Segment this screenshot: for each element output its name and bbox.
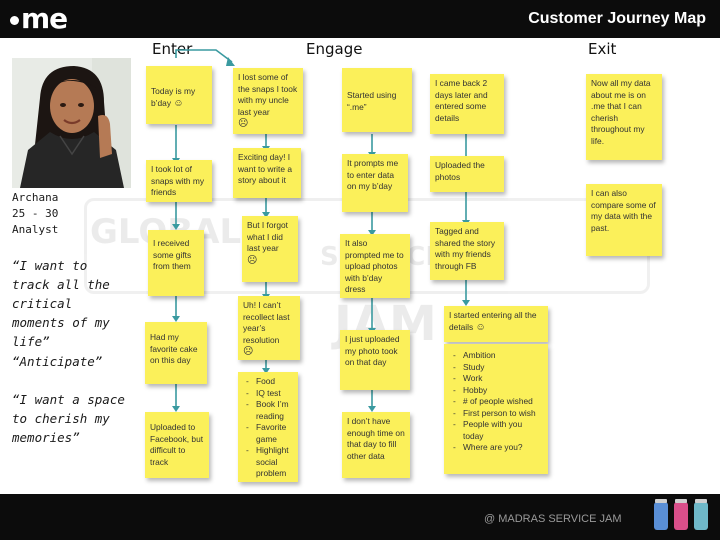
note-resolution: Uh! I can’t recollect last year’s resolu…	[238, 296, 300, 360]
persona-details: Archana 25 - 30 Analyst	[12, 190, 58, 238]
note-uploaded-photos: Uploaded the photos	[430, 156, 504, 192]
list-item: Highlight social problem	[246, 445, 293, 480]
persona-quote-anticipate: “Anticipate”	[12, 354, 103, 369]
note-started-me: Started using “.me”	[342, 68, 412, 132]
top-bar: me Customer Journey Map	[0, 0, 720, 38]
list-item: IQ test	[246, 388, 293, 400]
list-item: Food	[246, 376, 293, 388]
list-item: Study	[453, 362, 543, 374]
jam-jar-icon	[674, 499, 688, 530]
list-item: Ambition	[453, 350, 543, 362]
list-item: Favorite game	[246, 422, 293, 445]
note-text: But I forgot what I did last year	[247, 220, 288, 253]
note-no-time: I don’t have enough time on that day to …	[342, 412, 410, 478]
list-item: People with you today	[453, 419, 543, 442]
persona-quote-track: “I want to track all the critical moment…	[12, 258, 110, 349]
smiley-icon: ☺	[173, 97, 184, 109]
smiley-icon: ☺	[475, 321, 486, 333]
persona-age: 25 - 30	[12, 207, 59, 220]
note-text: Today is my b’day	[151, 86, 196, 108]
phase-engage: Engage	[306, 40, 363, 58]
note-forgot: But I forgot what I did last year☹	[242, 216, 298, 282]
note-entering-details: I started entering all the details ☺	[444, 306, 548, 342]
note-compare: I can also compare some of my data with …	[586, 184, 662, 256]
list-item: Hobby	[453, 385, 543, 397]
arrow-c1-to-c2	[175, 49, 233, 63]
note-gifts: I received some gifts from them	[148, 230, 204, 296]
note-prompts: It prompts me to enter data on my b’day	[342, 154, 408, 212]
note-upload-photos: It also prompted me to upload photos wit…	[340, 234, 410, 298]
page-title: Customer Journey Map	[528, 10, 706, 27]
persona-photo	[12, 58, 131, 188]
note-exciting-day: Exciting day! I want to write a story ab…	[233, 148, 301, 198]
list-item: # of people wished	[453, 396, 543, 408]
persona-role: Analyst	[12, 223, 59, 236]
note-uploaded-photo: I just uploaded my photo took on that da…	[340, 330, 410, 390]
note-lost-snaps: I lost some of the snaps I took with my …	[233, 68, 303, 134]
note-text: I lost some of the snaps I took with my …	[238, 72, 298, 117]
list-item: First person to wish	[453, 408, 543, 420]
note-text: I started entering all the details	[449, 310, 537, 332]
note-tagged-shared: Tagged and shared the story with my frie…	[430, 222, 504, 280]
note-details-list: Ambition Study Work Hobby # of people wi…	[444, 344, 548, 474]
footer-credit: @ MADRAS SERVICE JAM	[484, 513, 622, 525]
logo-text: me	[21, 2, 68, 35]
phase-exit: Exit	[588, 40, 617, 58]
logo-dot-icon	[10, 15, 19, 25]
sad-face-icon: ☹	[243, 346, 254, 357]
persona-name: Archana	[12, 191, 59, 204]
note-facebook: Uploaded to Facebook, but difficult to t…	[145, 412, 209, 478]
list-item: Where are you?	[453, 442, 543, 454]
note-came-back: I came back 2 days later and entered som…	[430, 74, 504, 134]
jam-jar-icon	[654, 499, 668, 530]
note-data-list: Food IQ test Book I’m reading Favorite g…	[238, 372, 298, 482]
note-birthday: Today is my b’day ☺	[146, 66, 212, 124]
note-text: Uh! I can’t recollect last year’s resolu…	[243, 300, 290, 345]
sad-face-icon: ☹	[238, 118, 249, 129]
note-cherish: Now all my data about me is on .me that …	[586, 74, 662, 160]
bottom-bar	[0, 494, 720, 540]
sad-face-icon: ☹	[247, 254, 258, 266]
me-logo: me	[10, 2, 68, 35]
persona-quote-cherish: “I want a space to cherish my memories”	[12, 392, 125, 445]
list-item: Book I’m reading	[246, 399, 293, 422]
note-snaps: I took lot of snaps with my friends	[146, 160, 212, 202]
list-item: Work	[453, 373, 543, 385]
phase-enter: Enter	[152, 40, 193, 58]
jam-jar-icon	[694, 499, 708, 530]
note-cake: Had my favorite cake on this day	[145, 322, 207, 384]
